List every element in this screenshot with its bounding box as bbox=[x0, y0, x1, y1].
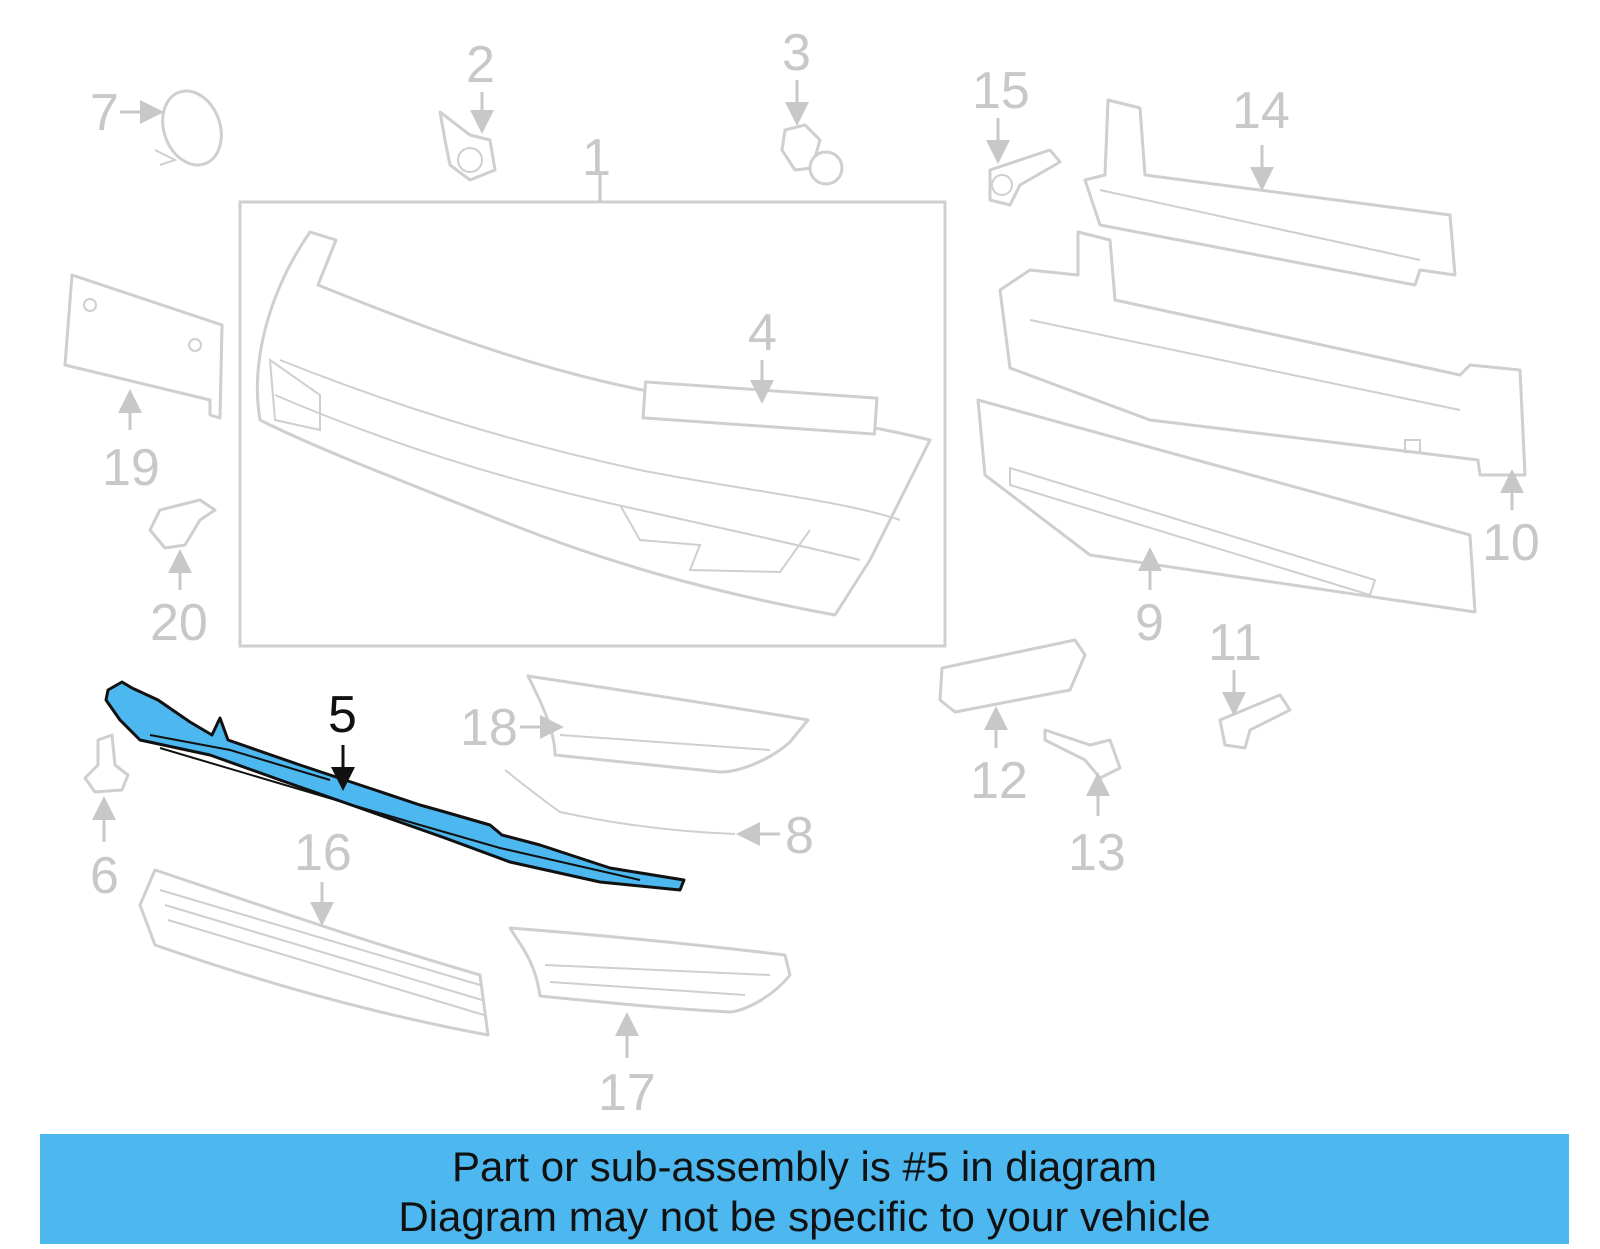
callout-6: 6 bbox=[90, 847, 119, 905]
bumper-cover bbox=[256, 230, 932, 617]
push-clip-20: 20 bbox=[148, 498, 217, 652]
callout-1: 1 bbox=[582, 129, 611, 187]
callout-15: 15 bbox=[972, 62, 1030, 120]
callout-10: 10 bbox=[1482, 514, 1540, 572]
molding-8: 8 bbox=[504, 769, 814, 865]
banner-line-2: Diagram may not be specific to your vehi… bbox=[398, 1193, 1211, 1240]
energy-absorber-9: 9 bbox=[976, 398, 1477, 652]
bumper-cover-group: 1 4 bbox=[238, 129, 947, 648]
callout-5: 5 bbox=[328, 686, 357, 744]
bolt-2: 2 bbox=[438, 36, 497, 182]
clip-3: 3 bbox=[780, 24, 844, 186]
bolt-11: 11 bbox=[1208, 614, 1292, 750]
lower-absorber-14: 14 bbox=[1083, 82, 1457, 287]
callout-11: 11 bbox=[1208, 614, 1262, 672]
lower-spoiler-5: 5 bbox=[104, 680, 686, 892]
screw-13: 13 bbox=[1043, 728, 1126, 882]
callout-16: 16 bbox=[294, 824, 352, 882]
callout-14: 14 bbox=[1232, 82, 1290, 140]
fog-bezel-18: 18 bbox=[460, 674, 810, 774]
reinforcement-beam-10: 10 bbox=[998, 230, 1540, 572]
callout-4: 4 bbox=[748, 304, 777, 362]
callout-8: 8 bbox=[785, 807, 814, 865]
banner-line-1: Part or sub-assembly is #5 in diagram bbox=[452, 1143, 1157, 1190]
highlighted-part-5 bbox=[104, 680, 686, 892]
info-banner: Part or sub-assembly is #5 in diagram Di… bbox=[40, 1134, 1569, 1244]
side-bracket-12: 12 bbox=[938, 638, 1087, 810]
tow-hook-cover-7: 7 bbox=[90, 84, 223, 167]
license-bracket-19: 19 bbox=[63, 273, 224, 497]
callout-9: 9 bbox=[1135, 594, 1164, 652]
callout-2: 2 bbox=[466, 36, 495, 94]
bolt-15: 15 bbox=[972, 62, 1062, 207]
callout-12: 12 bbox=[970, 752, 1028, 810]
callout-18: 18 bbox=[460, 699, 518, 757]
callout-7: 7 bbox=[90, 84, 119, 142]
callout-13: 13 bbox=[1068, 824, 1126, 882]
fastener-6: 6 bbox=[83, 733, 130, 905]
side-grille-17: 17 bbox=[508, 926, 792, 1122]
callout-3: 3 bbox=[782, 24, 811, 82]
callout-19: 19 bbox=[102, 439, 160, 497]
callout-17: 17 bbox=[598, 1064, 656, 1122]
callout-20: 20 bbox=[150, 594, 208, 652]
bumper-cover-frame bbox=[238, 200, 947, 648]
lower-grille-16: 16 bbox=[138, 824, 490, 1037]
